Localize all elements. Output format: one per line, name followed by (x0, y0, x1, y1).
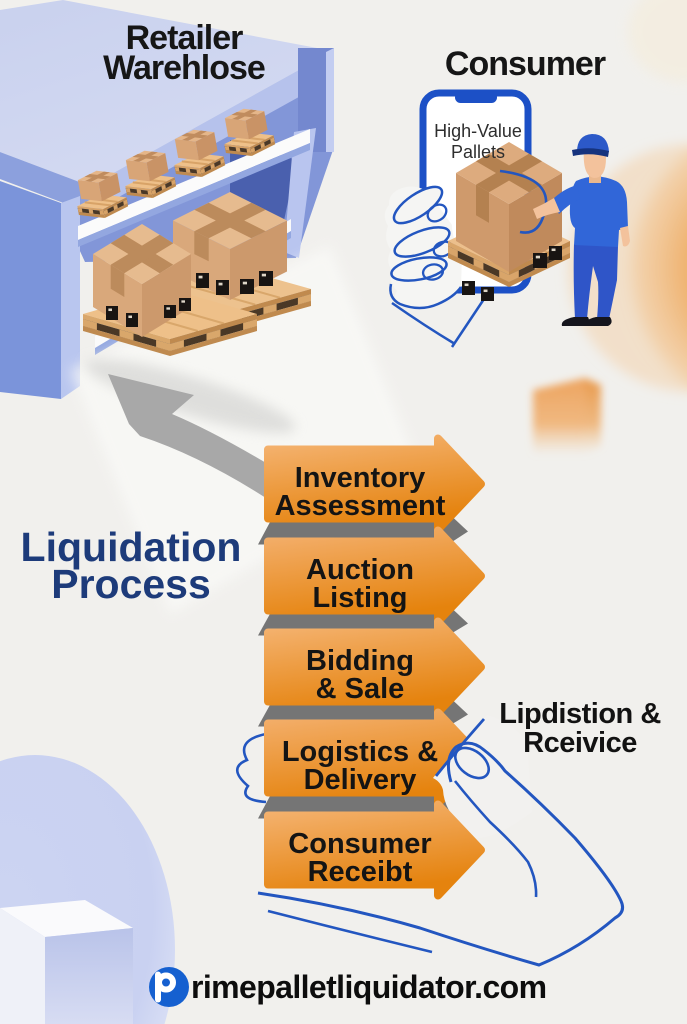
svg-text:Receibt: Receibt (308, 856, 413, 888)
svg-text:Delivery: Delivery (304, 764, 417, 796)
svg-text:Inventory: Inventory (295, 462, 426, 494)
svg-text:Lipdistion &: Lipdistion & (499, 698, 661, 730)
svg-text:High-Value: High-Value (434, 121, 522, 141)
svg-text:Pallets: Pallets (451, 142, 505, 162)
svg-text:Auction: Auction (306, 554, 414, 586)
svg-text:Retailer: Retailer (126, 19, 243, 57)
svg-text:Rceivice: Rceivice (523, 727, 637, 759)
svg-text:rimepalletliquidator.com: rimepalletliquidator.com (191, 969, 546, 1005)
svg-text:Process: Process (51, 561, 211, 607)
svg-text:Consumer: Consumer (288, 828, 431, 860)
svg-text:Warehlose: Warehlose (103, 49, 265, 87)
svg-text:Assessment: Assessment (275, 490, 446, 522)
svg-text:& Sale: & Sale (316, 673, 405, 705)
svg-text:Bidding: Bidding (306, 645, 414, 677)
svg-text:Consumer: Consumer (445, 45, 606, 83)
svg-text:Listing: Listing (312, 582, 407, 614)
svg-text:Logistics &: Logistics & (282, 736, 438, 768)
svg-text:Liquidation: Liquidation (21, 524, 242, 570)
